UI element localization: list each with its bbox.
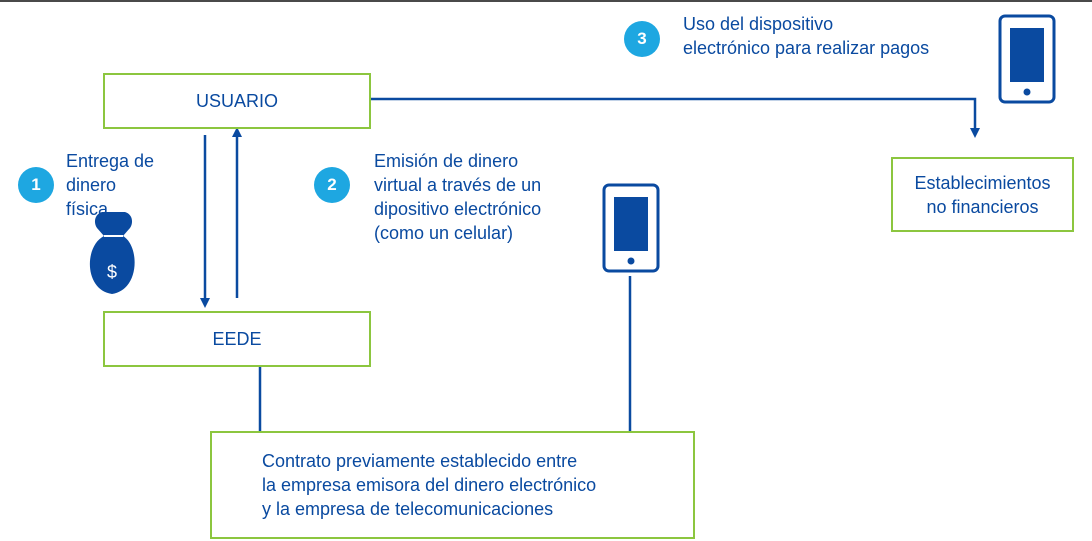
phone-icon-right — [998, 14, 1056, 104]
usuario-label: USUARIO — [195, 90, 278, 111]
establecimientos-line-2: no financieros — [926, 196, 1039, 217]
arrow-usuario-to-establecimientos — [370, 97, 980, 138]
money-bag-icon: $ — [89, 212, 135, 294]
usuario-box: USUARIO — [103, 73, 371, 129]
eede-label: EEDE — [212, 328, 262, 349]
establecimientos-line-1: Establecimientos — [914, 172, 1051, 193]
contrato-line-3: y la empresa de telecomunicaciones — [262, 499, 554, 519]
step-3-text: Uso del dispositivo electrónico para rea… — [683, 12, 929, 60]
step-2-line-3: dipositivo electrónico — [374, 199, 542, 219]
step-2-badge: 2 — [314, 167, 350, 203]
step-2-line-1: Emisión de dinero — [374, 151, 519, 171]
step-3-line-2: electrónico para realizar pagos — [683, 38, 930, 58]
step-3-badge: 3 — [624, 21, 660, 57]
money-bag-symbol: $ — [107, 262, 117, 282]
step-1-line-3: física — [66, 199, 109, 219]
step-2-line-4: (como un celular) — [374, 223, 514, 243]
top-rule — [0, 0, 1092, 2]
step-1-text: Entrega de dinero física — [66, 149, 154, 221]
step-2-text: Emisión de dinero virtual a través de un… — [374, 149, 541, 245]
step-2-line-2: virtual a través de un — [374, 175, 542, 195]
step-1-badge: 1 — [18, 167, 54, 203]
contrato-box: Contrato previamente establecido entre l… — [210, 431, 695, 539]
step-3-line-1: Uso del dispositivo — [683, 14, 834, 34]
establecimientos-box: Establecimientos no financieros — [891, 157, 1074, 232]
phone-icon-center — [602, 183, 660, 273]
contrato-line-1: Contrato previamente establecido entre — [262, 451, 578, 471]
eede-box: EEDE — [103, 311, 371, 367]
step-1-line-2: dinero — [66, 175, 117, 195]
contrato-line-2: la empresa emisora del dinero electrónic… — [262, 475, 597, 495]
step-1-line-1: Entrega de — [66, 151, 155, 171]
